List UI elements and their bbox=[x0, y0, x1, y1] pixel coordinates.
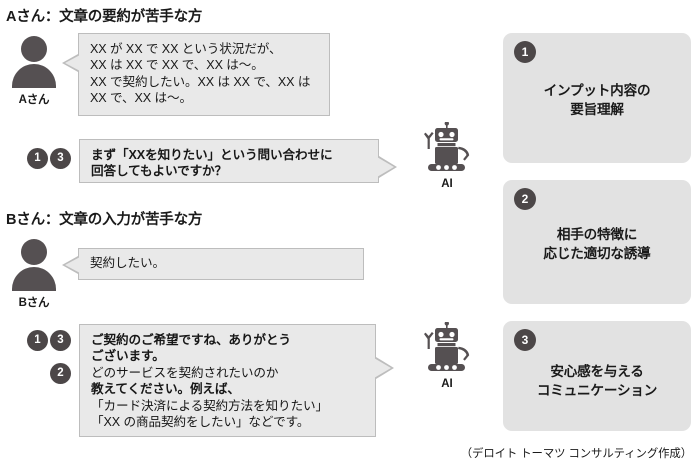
bubble-line: どのサービスを契約されたいのか bbox=[91, 365, 279, 380]
ai-label-b: AI bbox=[441, 378, 453, 390]
bubble-line: ございます。 bbox=[91, 349, 165, 364]
ai-bubble-a: まず「XXを知りたい」という問い合わせに 回答してもよいですか？ bbox=[79, 139, 397, 183]
card-line: 応じた適切な誘導 bbox=[543, 246, 651, 261]
capability-card-3: 3 安心感を与える コミュニケーション bbox=[503, 321, 691, 431]
ai-robot-b: AI bbox=[418, 321, 476, 390]
bubble-line: 「カード決済による契約方法を知りたい」 bbox=[91, 398, 329, 413]
card-line: 要旨理解 bbox=[570, 102, 624, 117]
bubble-tail-a-inner bbox=[65, 55, 80, 71]
robot-icon bbox=[424, 321, 470, 371]
bubble-line: ご契約のご希望ですね、ありがとう bbox=[91, 333, 291, 347]
card-text-3: 安心感を与える コミュニケーション bbox=[503, 362, 691, 400]
card-line: インプット内容の bbox=[543, 83, 651, 98]
bubble-line: XX は XX で XX で、XX は〜。 bbox=[90, 58, 264, 73]
avatar-head bbox=[21, 239, 47, 265]
step-badge-2-b: 2 bbox=[50, 363, 71, 384]
bubble-line: 「XX の商品契約をしたい」などです。 bbox=[91, 415, 310, 430]
bubble-line: 契約したい。 bbox=[90, 256, 165, 270]
bubble-line: XX が XX で XX という状況だが、 bbox=[90, 42, 282, 56]
bubble-line: まず「XXを知りたい」という問い合わせに bbox=[91, 148, 333, 162]
capability-card-1: 1 インプット内容の 要旨理解 bbox=[503, 33, 691, 163]
user-bubble-a: XX が XX で XX という状況だが、 XX は XX で XX で、XX … bbox=[62, 33, 330, 116]
card-text-1: インプット内容の 要旨理解 bbox=[503, 81, 691, 119]
step-badge-1-b: 1 bbox=[27, 330, 48, 351]
bubble-line: 教えてください。例えば、 bbox=[91, 382, 240, 397]
ai-robot-a: AI bbox=[418, 121, 476, 190]
avatar-b-label: Bさん bbox=[18, 297, 50, 309]
avatar-body bbox=[12, 64, 56, 88]
avatar-head bbox=[21, 36, 47, 62]
card-line: コミュニケーション bbox=[536, 383, 658, 398]
bubble-tail-ai-b-inner bbox=[374, 358, 391, 378]
bubble-tail-ai-a-inner bbox=[377, 157, 394, 177]
user-bubble-b: 契約したい。 bbox=[62, 248, 364, 280]
card-line: 安心感を与える bbox=[550, 364, 644, 379]
bubble-tail-b-inner bbox=[65, 257, 80, 273]
step-badge-3-a: 3 bbox=[50, 148, 71, 169]
avatar-body bbox=[12, 267, 56, 291]
robot-icon bbox=[424, 121, 470, 171]
bubble-line: 回答してもよいですか？ bbox=[91, 164, 228, 179]
card-number-badge: 1 bbox=[514, 41, 536, 63]
section-heading-a: Aさん：文章の要約が苦手な方 bbox=[6, 9, 203, 25]
ai-label-a: AI bbox=[441, 178, 453, 190]
bubble-line: XX で契約したい。XX は XX で、XX は bbox=[90, 74, 311, 89]
section-heading-b: Bさん：文章の入力が苦手な方 bbox=[6, 212, 203, 228]
card-text-2: 相手の特徴に 応じた適切な誘導 bbox=[503, 225, 691, 263]
card-number-badge: 3 bbox=[514, 329, 536, 351]
ai-bubble-b: ご契約のご希望ですね、ありがとう ございます。 どのサービスを契約されたいのか … bbox=[79, 324, 394, 437]
avatar-a: Aさん bbox=[6, 34, 62, 107]
credit-line: （デロイト トーマツ コンサルティング作成） bbox=[460, 448, 692, 460]
capability-card-2: 2 相手の特徴に 応じた適切な誘導 bbox=[503, 180, 691, 304]
step-badge-1-a: 1 bbox=[27, 148, 48, 169]
avatar-a-label: Aさん bbox=[18, 94, 50, 106]
card-line: 相手の特徴に bbox=[556, 227, 638, 242]
card-number-badge: 2 bbox=[514, 188, 536, 210]
avatar-b: Bさん bbox=[6, 237, 62, 310]
step-badge-3-b: 3 bbox=[50, 330, 71, 351]
person-silhouette-icon bbox=[6, 237, 62, 293]
person-silhouette-icon bbox=[6, 34, 62, 90]
bubble-line: XX で、XX は〜。 bbox=[90, 91, 192, 106]
